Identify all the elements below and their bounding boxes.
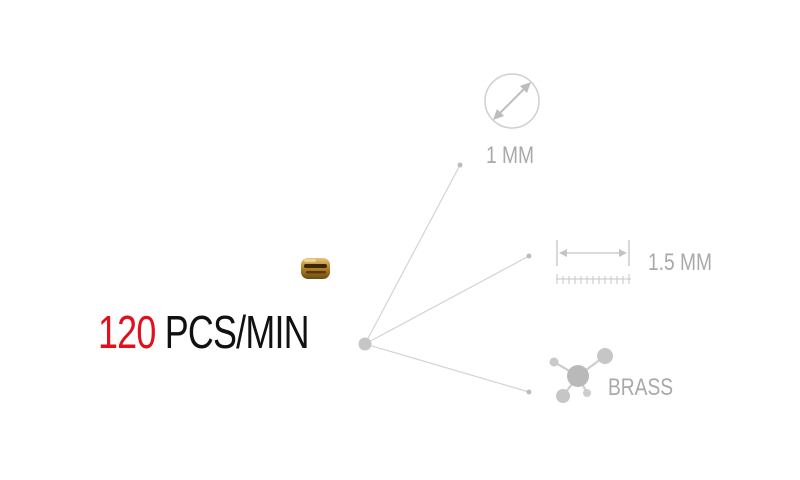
- connector-hub-dot: [358, 337, 372, 351]
- production-rate-unit: PCS/MIN: [164, 306, 310, 358]
- molecule-icon: [549, 348, 613, 403]
- spec-length-label: 1.5 MM: [648, 249, 713, 276]
- connector-line-diameter: [364, 164, 461, 345]
- connector-line-material: [364, 343, 530, 393]
- diameter-circle-icon: [484, 73, 540, 129]
- length-ruler-icon: [556, 240, 631, 284]
- production-rate-value: 120: [98, 306, 156, 358]
- connector-lines: [364, 164, 530, 393]
- spec-material-label: BRASS: [608, 374, 674, 401]
- connector-end-dot-material: [526, 389, 532, 395]
- spec-diameter-label: 1 MM: [486, 142, 534, 169]
- production-rate-headline: 120 PCS/MIN: [98, 300, 310, 364]
- brass-nut-image: [301, 258, 330, 279]
- connector-end-dot-diameter: [457, 162, 463, 168]
- connector-line-length: [364, 255, 530, 345]
- connector-end-dot-length: [526, 253, 532, 259]
